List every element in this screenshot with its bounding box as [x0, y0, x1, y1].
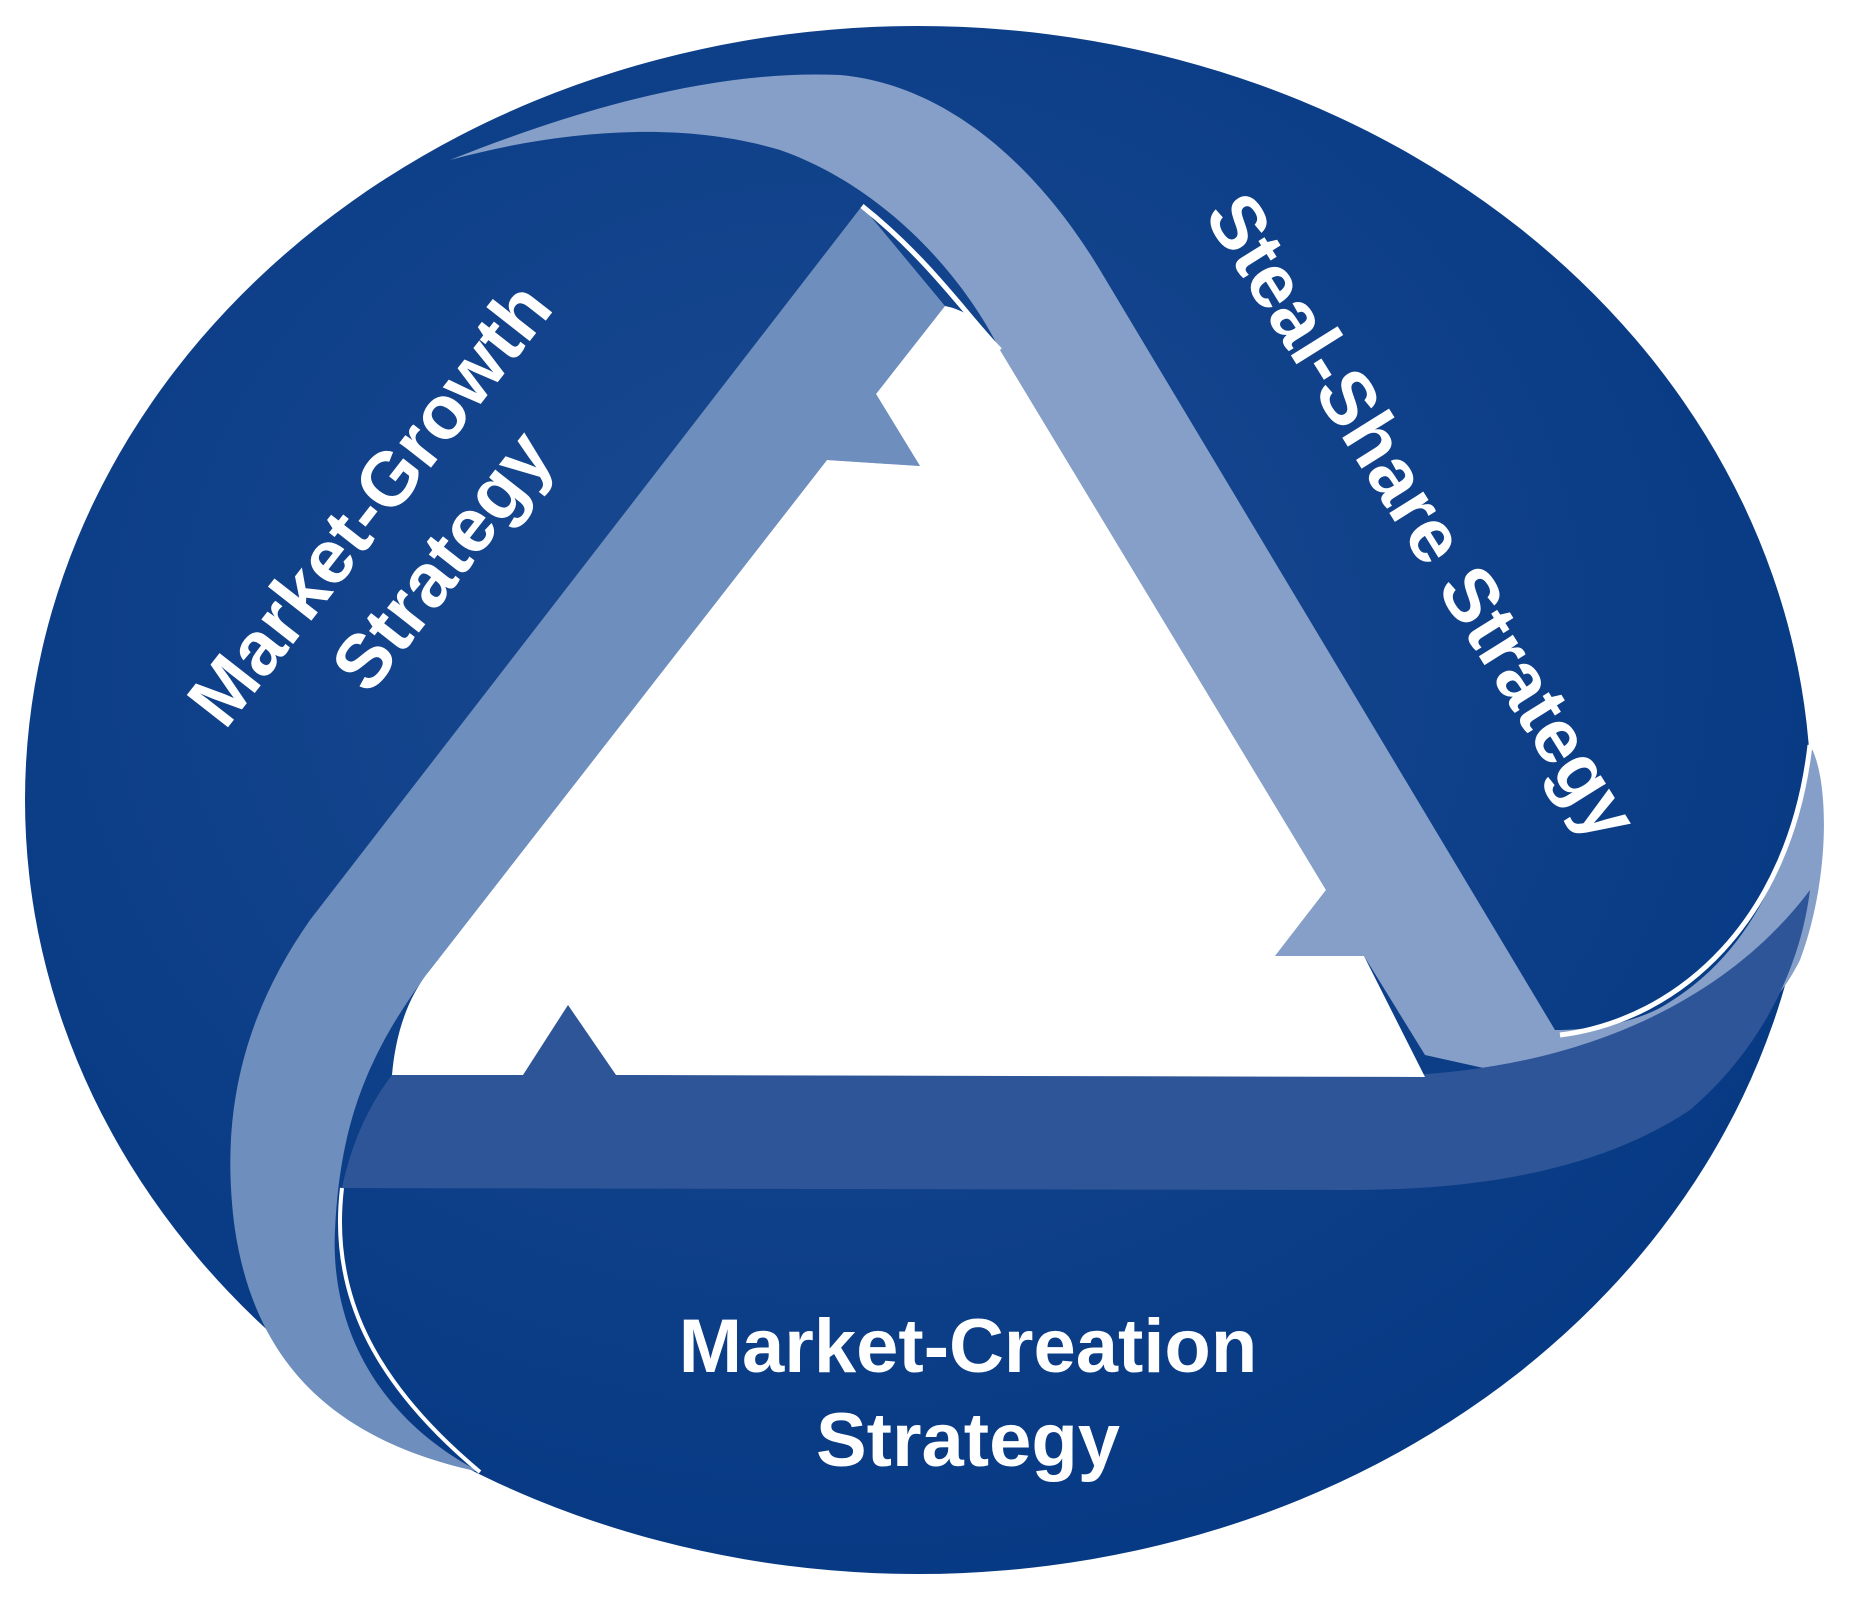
market-creation-label-line1: Market-Creation	[679, 1304, 1258, 1389]
market-creation-label-line2: Strategy	[816, 1398, 1120, 1483]
market-creation-label: Market-Creation Strategy	[679, 1304, 1258, 1483]
band-bottom-arrow	[342, 890, 1810, 1190]
band-right-highlight-lower	[1559, 744, 1813, 1038]
band-bottom-highlight	[337, 1187, 482, 1474]
band-left-arrow	[230, 206, 946, 1472]
inner-triangle	[392, 306, 1425, 1077]
